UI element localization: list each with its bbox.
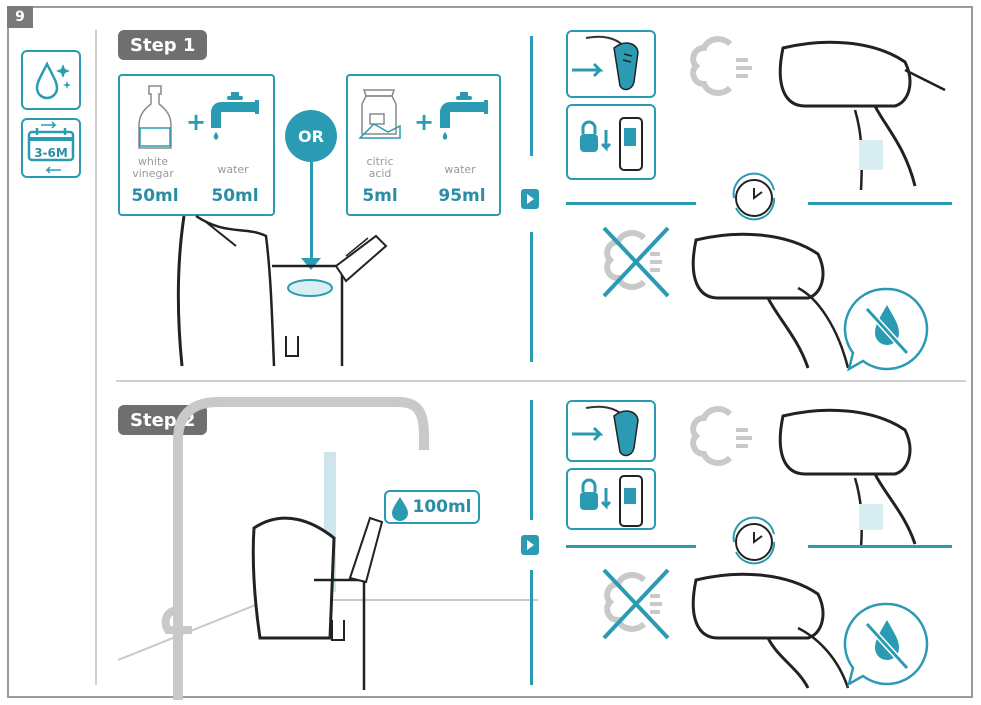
option-b-ingredient2-label: water — [432, 164, 488, 176]
section-divider — [116, 380, 966, 382]
steamer-handle-illustration-1 — [775, 40, 955, 190]
option-a-ingredient2-amount: 50ml — [205, 186, 265, 206]
no-steam-icon-step2 — [596, 562, 686, 652]
option-b-ingredient1-amount: 5ml — [356, 186, 404, 206]
step1-timeline-right — [808, 202, 952, 205]
bottle-icon — [135, 82, 175, 152]
citric-bag-icon — [358, 90, 404, 150]
step2-timeline-right — [808, 545, 952, 548]
sidebar-divider — [95, 30, 97, 685]
no-water-drop-icon-step1 — [843, 285, 933, 375]
steam-icon-step2 — [686, 402, 766, 482]
calendar-label: 3-6M — [23, 146, 79, 160]
step2-col-line-bottom — [530, 570, 533, 685]
step2-col-line-top — [530, 400, 533, 520]
steamer-base-illustration — [176, 216, 396, 366]
steam-icon-step1 — [686, 32, 766, 112]
option-b-ingredient1-label: citric acid — [356, 156, 404, 180]
step1-trigger-press-icon — [566, 30, 656, 98]
step1-badge: Step 1 — [118, 30, 207, 60]
option-a-ingredient1-amount: 50ml — [127, 186, 183, 206]
option-b-ingredient2-amount: 95ml — [430, 186, 494, 206]
steamer-handle-illustration-2 — [688, 232, 868, 372]
water-amount-pill: 100ml — [384, 490, 480, 524]
faucet-filling-illustration — [118, 400, 538, 690]
step2-trigger-press-icon — [566, 400, 656, 462]
descale-drop-sparkle-icon — [21, 50, 81, 110]
step2-timeline-left — [566, 545, 696, 548]
tap-icon-a — [207, 92, 267, 142]
plus-sign-a: + — [186, 108, 206, 136]
clock-icon-step1 — [728, 172, 780, 224]
step1-col-line-top — [530, 36, 533, 156]
clock-icon-step2 — [728, 516, 780, 568]
step1-timeline-left — [566, 202, 696, 205]
water-drop-icon — [392, 497, 408, 517]
step1-col-line-bottom — [530, 232, 533, 362]
no-water-drop-icon-step2 — [843, 600, 933, 690]
option-a-ingredient2-label: water — [205, 164, 261, 176]
no-steam-icon-step1 — [596, 220, 686, 310]
steamer-handle-illustration-3 — [775, 408, 955, 548]
tap-icon-b — [436, 92, 496, 142]
option-a-ingredient1-label: white vinegar — [127, 156, 179, 180]
page-number: 9 — [7, 6, 33, 28]
step1-lock-icon — [566, 104, 656, 180]
play-icon-step2 — [521, 535, 539, 555]
steamer-handle-illustration-4 — [688, 572, 868, 692]
play-icon-step1 — [521, 189, 539, 209]
step2-lock-icon — [566, 468, 656, 530]
calendar-icon: 3-6M — [21, 118, 81, 178]
or-badge: OR — [285, 110, 337, 162]
water-amount-label: 100ml — [412, 497, 471, 517]
plus-sign-b: + — [414, 108, 434, 136]
